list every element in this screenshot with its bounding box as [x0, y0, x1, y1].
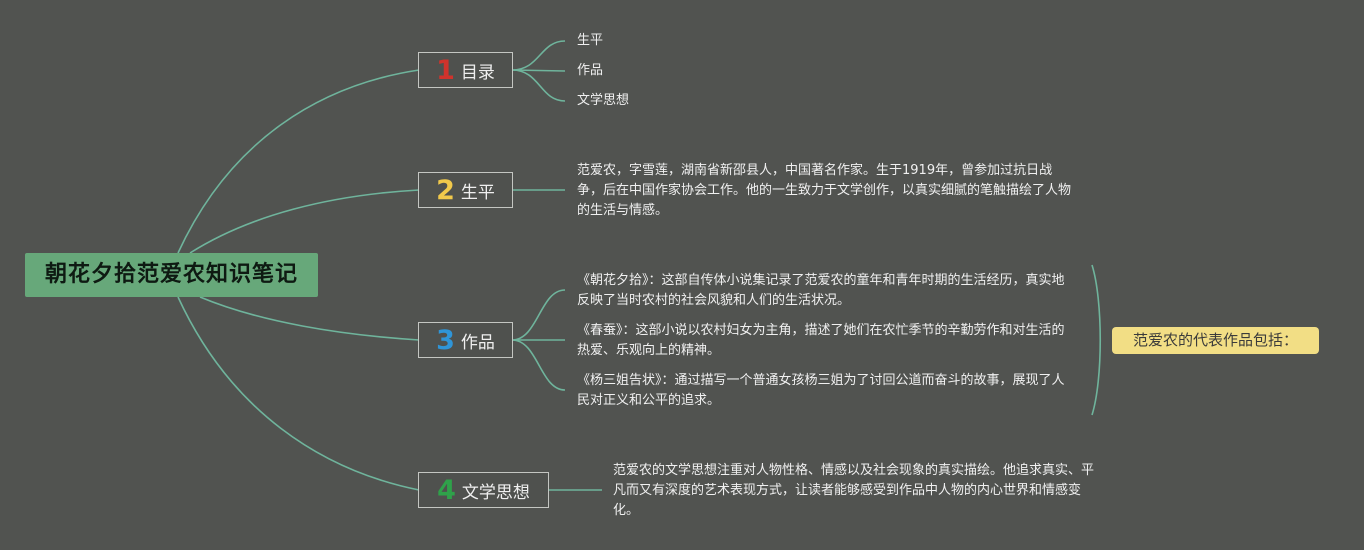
branch-number-4: 4: [437, 474, 456, 506]
toc-item-biography[interactable]: 生平: [577, 33, 604, 48]
branch-biography[interactable]: 2 生平: [418, 172, 513, 208]
summary-brace: [1091, 264, 1102, 416]
works-summary-label[interactable]: 范爱农的代表作品包括：: [1112, 327, 1319, 354]
connector-toc-2: [511, 69, 566, 72]
biography-text[interactable]: 范爱农，字雪莲，湖南省新邵县人，中国著名作家。生于1919年，曾参加过抗日战争，…: [577, 163, 1072, 218]
branch-toc[interactable]: 1 目录: [418, 52, 513, 88]
branch-number-2: 2: [436, 174, 455, 206]
branch-label-toc: 目录: [460, 62, 495, 83]
toc-item-thought[interactable]: 文学思想: [577, 93, 630, 108]
connector-root-thought: [177, 296, 420, 491]
connector-works-3: [511, 339, 566, 391]
toc-item-works[interactable]: 作品: [577, 63, 604, 78]
works-item-3[interactable]: 《杨三姐告状》：通过描写一个普通女孩杨三姐为了讨回公道而奋斗的故事，展现了人民对…: [577, 373, 1065, 408]
connector-root-bio: [189, 189, 420, 254]
connector-toc-3: [511, 69, 566, 102]
branch-label-works: 作品: [460, 332, 495, 353]
branch-label-biography: 生平: [460, 182, 495, 203]
branch-works[interactable]: 3 作品: [418, 322, 513, 358]
works-item-1[interactable]: 《朝花夕拾》：这部自传体小说集记录了范爱农的童年和青年时期的生活经历，真实地反映…: [577, 273, 1065, 308]
works-item-2[interactable]: 《春蚕》：这部小说以农村妇女为主角，描述了她们在农忙季节的辛勤劳作和对生活的热爱…: [577, 323, 1065, 358]
branch-number-3: 3: [436, 324, 455, 356]
connector-root-toc: [177, 69, 420, 254]
connector-root-works: [199, 296, 420, 341]
branch-thought[interactable]: 4 文学思想: [418, 472, 549, 508]
root-topic[interactable]: 朝花夕拾范爱农知识笔记: [25, 253, 318, 297]
connector-works-1: [511, 289, 566, 341]
connector-toc-1: [511, 40, 566, 71]
thought-text[interactable]: 范爱农的文学思想注重对人物性格、情感以及社会现象的真实描绘。他追求真实、平凡而又…: [613, 463, 1095, 518]
branch-label-thought: 文学思想: [461, 482, 530, 503]
branch-number-1: 1: [436, 54, 455, 86]
